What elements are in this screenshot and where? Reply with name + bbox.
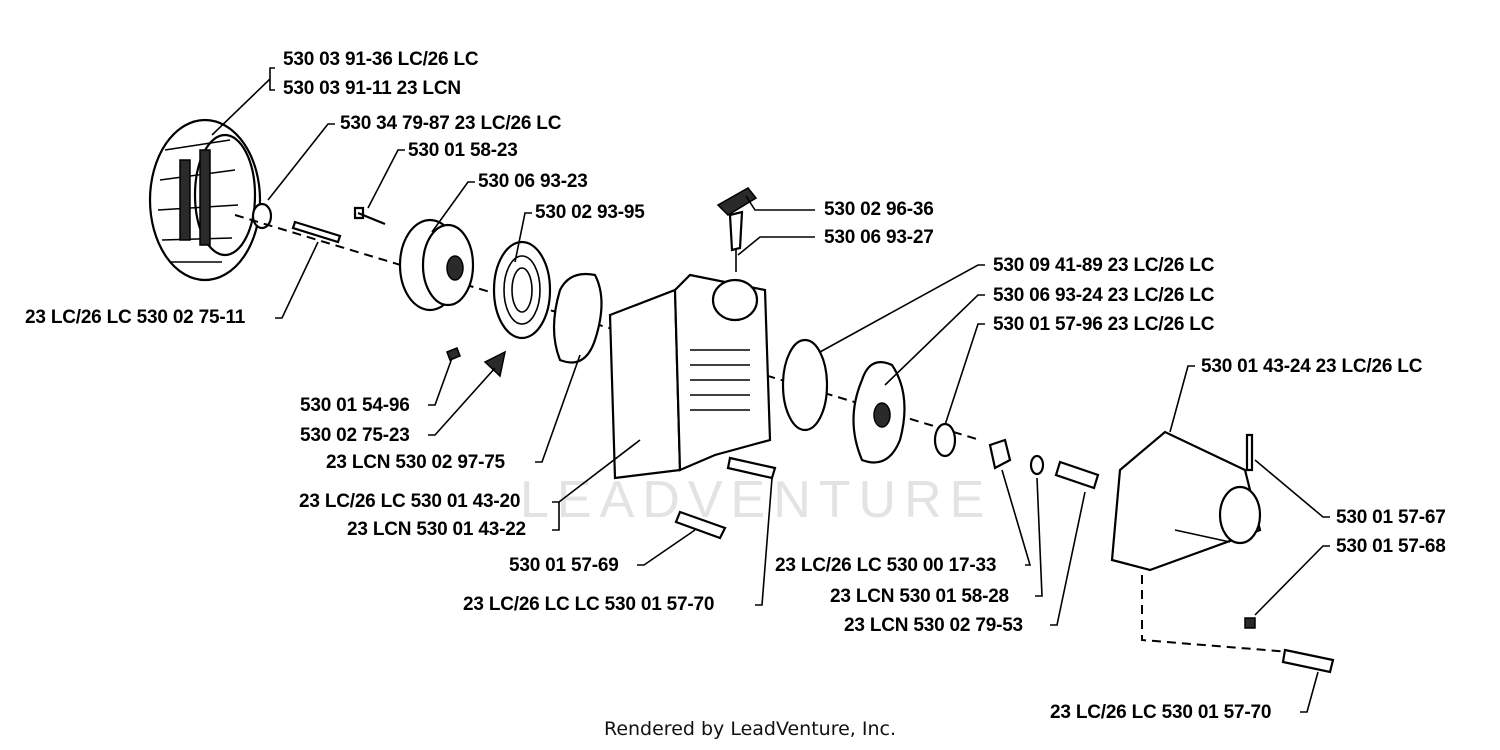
callout-clip: 530 02 75-23: [300, 425, 410, 446]
callout-disc: 530 09 41-89 23 LC/26 LC: [993, 255, 1215, 276]
pulley-drawing: [398, 218, 475, 312]
callout-spacer: 23 LCN 530 01 58-28: [830, 586, 1009, 607]
handle-drawing: [716, 187, 758, 272]
watermark: LEADVENTURE: [520, 471, 993, 529]
disc-drawing: [781, 338, 829, 432]
callout-pawl-carrier: 530 06 93-24 23 LC/26 LC: [993, 285, 1215, 306]
small-screw-drawing: [446, 347, 461, 361]
callout-flywheel-lc: 530 03 91-36 LC/26 LC: [283, 49, 479, 70]
footer-credit: Rendered by LeadVenture, Inc.: [603, 718, 897, 740]
callout-pulley: 530 06 93-23: [478, 171, 588, 192]
cover-bolt-path: [1141, 575, 1291, 653]
gasket-drawing: [552, 272, 603, 364]
callout-housing-lcn: 23 LCN 530 01 43-22: [347, 519, 526, 540]
callout-screw-small: 530 01 54-96: [300, 395, 410, 416]
callout-sleeve: 23 LCN 530 02 79-53: [844, 615, 1023, 636]
spacer-drawing: [1029, 454, 1045, 476]
leader-lines: [211, 67, 1330, 713]
callout-nut: 23 LC/26 LC 530 00 17-33: [775, 555, 997, 576]
callout-bolt-cover: 23 LC/26 LC 530 01 57-70: [1050, 702, 1272, 723]
callout-starter-rope: 530 06 93-27: [824, 227, 934, 248]
callout-starter-handle: 530 02 96-36: [824, 199, 934, 220]
sleeve-drawing: [1054, 460, 1100, 490]
callout-gasket: 23 LCN 530 02 97-75: [326, 452, 505, 473]
screw-drawing: [353, 206, 386, 226]
callout-spring: 530 02 93-95: [535, 202, 645, 223]
callout-screw-pulley: 530 01 58-23: [408, 140, 518, 161]
callout-flywheel-lcn: 530 03 91-11 23 LCN: [283, 78, 461, 99]
nut-drawing: [988, 438, 1012, 470]
clip-drawing: [483, 350, 507, 378]
housing-bolt-drawing: [726, 456, 777, 480]
spring-drawing: [492, 240, 552, 340]
callout-cover: 530 01 43-24 23 LC/26 LC: [1201, 356, 1423, 377]
callout-pin: 23 LC/26 LC 530 02 75-11: [25, 307, 246, 328]
cover-screw-drawing: [1245, 433, 1254, 472]
housing-drawing: [608, 273, 772, 480]
flywheel-drawing: [148, 118, 262, 282]
callout-screw-cover-2: 530 01 57-68: [1336, 536, 1446, 557]
pin-drawing: [291, 220, 342, 244]
cover-drawing: [1110, 430, 1262, 572]
housing-screw-drawing: [674, 510, 727, 540]
small-washer-drawing: [933, 422, 957, 458]
callout-bolt-housing: 23 LC/26 LC LC 530 01 57-70: [463, 594, 715, 615]
callout-screw-housing: 530 01 57-69: [509, 555, 619, 576]
cover-bolt-drawing: [1281, 648, 1335, 674]
callout-washer-small: 530 01 57-96 23 LC/26 LC: [993, 314, 1215, 335]
callout-housing-lc: 23 LC/26 LC 530 01 43-20: [299, 491, 521, 512]
cover-plug-drawing: [1244, 617, 1256, 629]
pawl-carrier-drawing: [852, 361, 906, 464]
callout-washer: 530 34 79-87 23 LC/26 LC: [340, 113, 562, 134]
callout-screw-cover-1: 530 01 57-67: [1336, 507, 1446, 528]
